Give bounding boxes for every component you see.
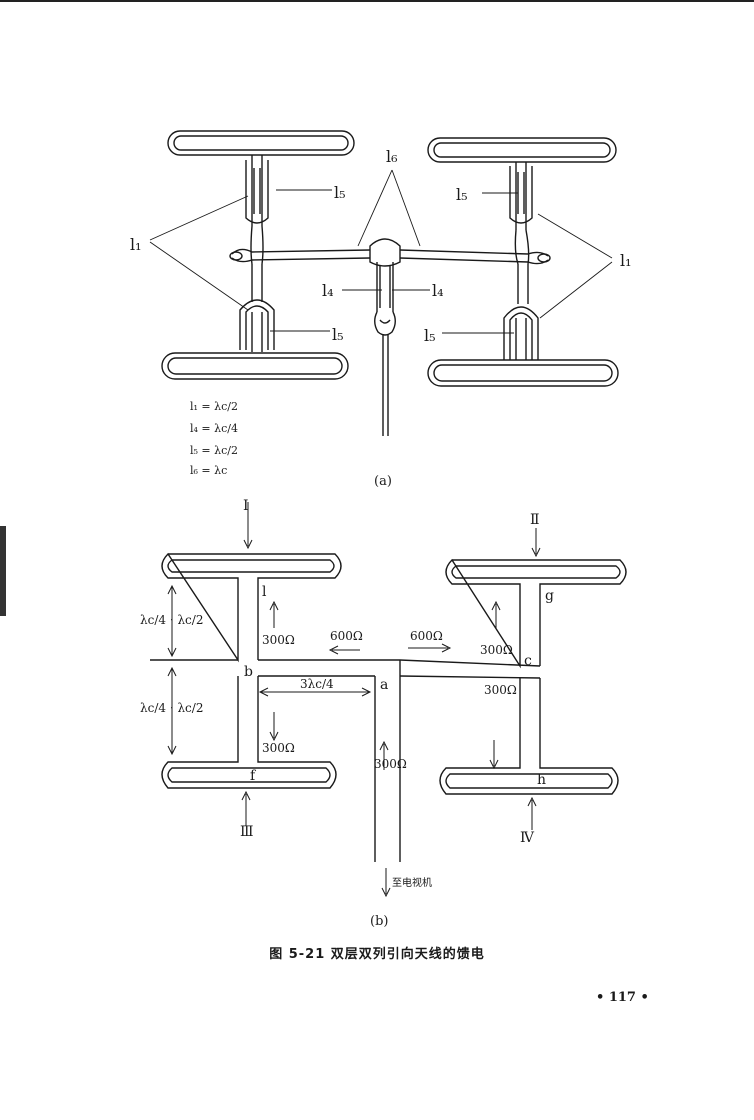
formula-l5: l₅ = λc/2 — [190, 444, 238, 457]
page-number: • 117 • — [596, 990, 649, 1005]
roman-III: Ⅲ — [240, 824, 254, 840]
b-dipole-I — [161, 552, 342, 663]
top-border — [0, 0, 754, 2]
panel-a-label: (a) — [374, 474, 392, 489]
roman-IV: Ⅳ — [520, 830, 535, 846]
a-bottom-left-dipole — [161, 352, 349, 380]
panel-a-formulas: l₁ = λc/2 l₄ = λc/4 l₅ = λc/2 l₆ = λc — [190, 400, 238, 477]
b-dipole-II — [445, 558, 627, 669]
impedance-ld: 300Ω — [262, 741, 295, 755]
point-f: f — [250, 768, 257, 784]
dim-upper-left: λc/4 · λc/2 — [140, 613, 203, 627]
panel-b-label: (b) — [370, 914, 389, 929]
panel-b-impedances: 300Ω 600Ω 600Ω 300Ω 300Ω 300Ω 300Ω — [262, 629, 517, 771]
panel-b-arrows — [167, 502, 541, 898]
label-l4-right: l₄ — [432, 281, 444, 300]
binding-margin-mark — [0, 526, 6, 616]
point-g: g — [545, 588, 554, 604]
point-l: l — [262, 584, 267, 600]
label-l1-left: l₁ — [130, 235, 142, 254]
b-dipole-III — [161, 676, 337, 789]
impedance-rd: 300Ω — [484, 683, 517, 697]
label-l5-lower-right: l₅ — [424, 326, 436, 345]
panel-b-labels: Ⅰ Ⅱ Ⅲ Ⅳ l b f a c g h — [240, 498, 554, 846]
formula-l4: l₄ = λc/4 — [190, 422, 238, 435]
point-a: a — [380, 677, 388, 693]
panel-b-dims: λc/4 · λc/2 λc/4 · λc/2 3λc/4 — [140, 613, 334, 715]
point-h: h — [537, 772, 546, 788]
impedance-600-right: 600Ω — [410, 629, 443, 643]
label-l5-upper-left: l₅ — [334, 183, 346, 202]
panel-a-drawing — [161, 130, 619, 436]
roman-I: Ⅰ — [243, 498, 249, 514]
formula-l6: l₆ = λc — [190, 464, 227, 477]
label-l5-upper-right: l₅ — [456, 185, 468, 204]
to-tv-label: 至电视机 — [392, 876, 432, 889]
panel-a-leaders — [149, 169, 613, 334]
a-bottom-right-dipole — [427, 359, 619, 387]
impedance-lu: 300Ω — [262, 633, 295, 647]
a-top-left-dipole — [167, 130, 355, 156]
point-b: b — [244, 664, 253, 680]
label-l5-lower-left: l₅ — [332, 325, 344, 344]
panel-a-labels: l₆ l₅ l₅ l₁ l₁ l₄ l₄ l₅ l₅ — [130, 147, 632, 345]
panel-b-drawing — [150, 552, 627, 862]
impedance-ru: 300Ω — [480, 643, 513, 657]
figure-caption: 图 5-21 双层双列引向天线的馈电 — [269, 947, 485, 962]
roman-II: Ⅱ — [530, 512, 540, 528]
b-dipole-IV — [439, 678, 619, 795]
a-top-right-dipole — [427, 137, 617, 163]
impedance-center: 300Ω — [374, 757, 407, 771]
label-l4-left: l₄ — [322, 281, 334, 300]
point-c: c — [524, 653, 532, 669]
label-l6: l₆ — [386, 147, 398, 166]
label-l1-right: l₁ — [620, 251, 632, 270]
impedance-600-left: 600Ω — [330, 629, 363, 643]
formula-l1: l₁ = λc/2 — [190, 400, 238, 413]
panel-b-tv: 至电视机 — [392, 876, 432, 889]
dim-lower-left: λc/4 · λc/2 — [140, 701, 203, 715]
dim-center: 3λc/4 — [300, 677, 334, 691]
